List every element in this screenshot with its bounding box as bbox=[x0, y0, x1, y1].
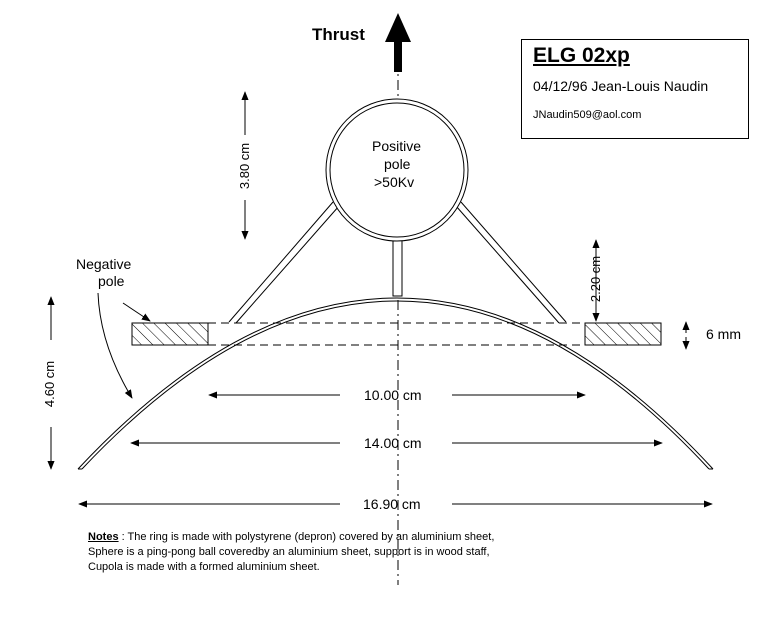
date-author: 04/12/96 Jean-Louis Naudin bbox=[533, 78, 709, 94]
notes-line3: Cupola is made with a formed aluminium s… bbox=[88, 561, 320, 573]
positive-pole-label-line2: pole bbox=[384, 156, 411, 172]
dimension-arrows bbox=[47, 91, 713, 508]
ring-thickness-label: 6 mm bbox=[706, 326, 741, 342]
notes-line1: Notes : The ring is made with polystyren… bbox=[88, 531, 494, 544]
thrust-label: Thrust bbox=[312, 25, 365, 44]
gap-label: 2.20 cm bbox=[588, 255, 603, 303]
cupola-height-label: 4.60 cm bbox=[42, 360, 57, 408]
inner-width-label: 14.00 cm bbox=[364, 435, 422, 451]
thrust-arrow bbox=[385, 13, 411, 72]
title: ELG 02xp bbox=[533, 44, 630, 67]
notes-text-1: : The ring is made with polystyrene (dep… bbox=[118, 531, 495, 543]
support-rods bbox=[228, 201, 567, 324]
ring-width-label: 10.00 cm bbox=[364, 387, 422, 403]
positive-pole-sphere bbox=[325, 98, 469, 242]
cupola bbox=[77, 297, 714, 470]
notes-heading: Notes bbox=[88, 531, 119, 543]
negative-pole-label-line1: Negative bbox=[76, 256, 132, 272]
title-box: ELG 02xp 04/12/96 Jean-Louis Naudin JNau… bbox=[521, 39, 749, 139]
sphere-height-label: 3.80 cm bbox=[237, 142, 252, 190]
positive-pole-label-line1: Positive bbox=[372, 138, 422, 154]
negative-pole-ring bbox=[131, 322, 662, 346]
base-width-label: 16.90 cm bbox=[363, 496, 421, 512]
positive-pole-label-line3: >50Kv bbox=[374, 174, 415, 190]
notes-line2: Sphere is a ping-pong ball coveredby an … bbox=[88, 546, 490, 558]
negative-pole-label-line2: pole bbox=[98, 273, 125, 289]
email: JNaudin509@aol.com bbox=[533, 109, 642, 121]
negative-pole-leaders bbox=[97, 292, 151, 399]
